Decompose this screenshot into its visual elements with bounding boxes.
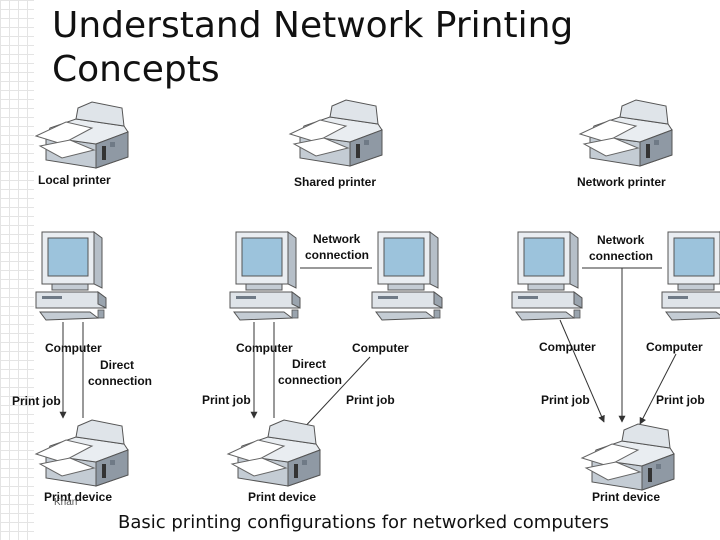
network-connection-label-2: connection: [589, 249, 653, 263]
local-printer-section: Local printer Computer Direct connection…: [12, 101, 152, 504]
computer-label: Computer: [352, 341, 409, 355]
computer-label: Computer: [646, 340, 703, 354]
print-device-icon: [227, 419, 321, 487]
network-connection-label-1: Network: [597, 233, 645, 247]
computer-icon: [229, 231, 301, 321]
computer-label: Computer: [236, 341, 293, 355]
direct-connection-label-1: Direct: [292, 357, 326, 371]
print-device-icon: [581, 423, 675, 491]
computer-icon: [661, 231, 720, 321]
print-job-label: Print job: [202, 393, 251, 407]
network-printer-section: Network printer Network connection Compu…: [511, 99, 720, 504]
footer-author: Khan: [54, 497, 78, 508]
computer-label: Computer: [539, 340, 596, 354]
print-job-label: Print job: [346, 393, 395, 407]
network-printer-icon: [579, 99, 673, 167]
title-line-2: Concepts: [52, 49, 220, 90]
computer-label: Computer: [45, 341, 102, 355]
shared-printer-section: Shared printer Network connection Comput…: [202, 99, 443, 504]
shared-printer-icon: [289, 99, 383, 167]
print-device-icon: [35, 419, 129, 487]
decorative-grid: [0, 0, 34, 540]
print-device-label: Print device: [248, 490, 316, 504]
network-connection-label-2: connection: [305, 248, 369, 262]
computer-icon: [371, 231, 443, 321]
print-job-arrow: [559, 319, 605, 423]
slide-caption: Basic printing configurations for networ…: [118, 512, 610, 533]
computer-icon: [511, 231, 583, 321]
computer-icon: [35, 231, 107, 321]
slide-title: Understand Network Printing Concepts: [52, 4, 573, 92]
shared-printer-label: Shared printer: [294, 175, 376, 189]
local-printer-label: Local printer: [38, 173, 111, 187]
network-printer-label: Network printer: [577, 175, 666, 189]
network-connection-label-1: Network: [313, 232, 361, 246]
direct-connection-label-1: Direct: [100, 358, 134, 372]
title-line-1: Understand Network Printing: [52, 5, 574, 46]
print-job-label: Print job: [656, 393, 705, 407]
print-device-label: Print device: [592, 490, 660, 504]
print-job-label: Print job: [12, 394, 61, 408]
print-job-arrow: [299, 356, 371, 433]
print-device-label: Print device: [44, 490, 112, 504]
print-job-arrow: [639, 353, 677, 425]
print-job-label: Print job: [541, 393, 590, 407]
direct-connection-label-2: connection: [88, 374, 152, 388]
direct-connection-label-2: connection: [278, 373, 342, 387]
local-printer-icon: [35, 101, 129, 169]
